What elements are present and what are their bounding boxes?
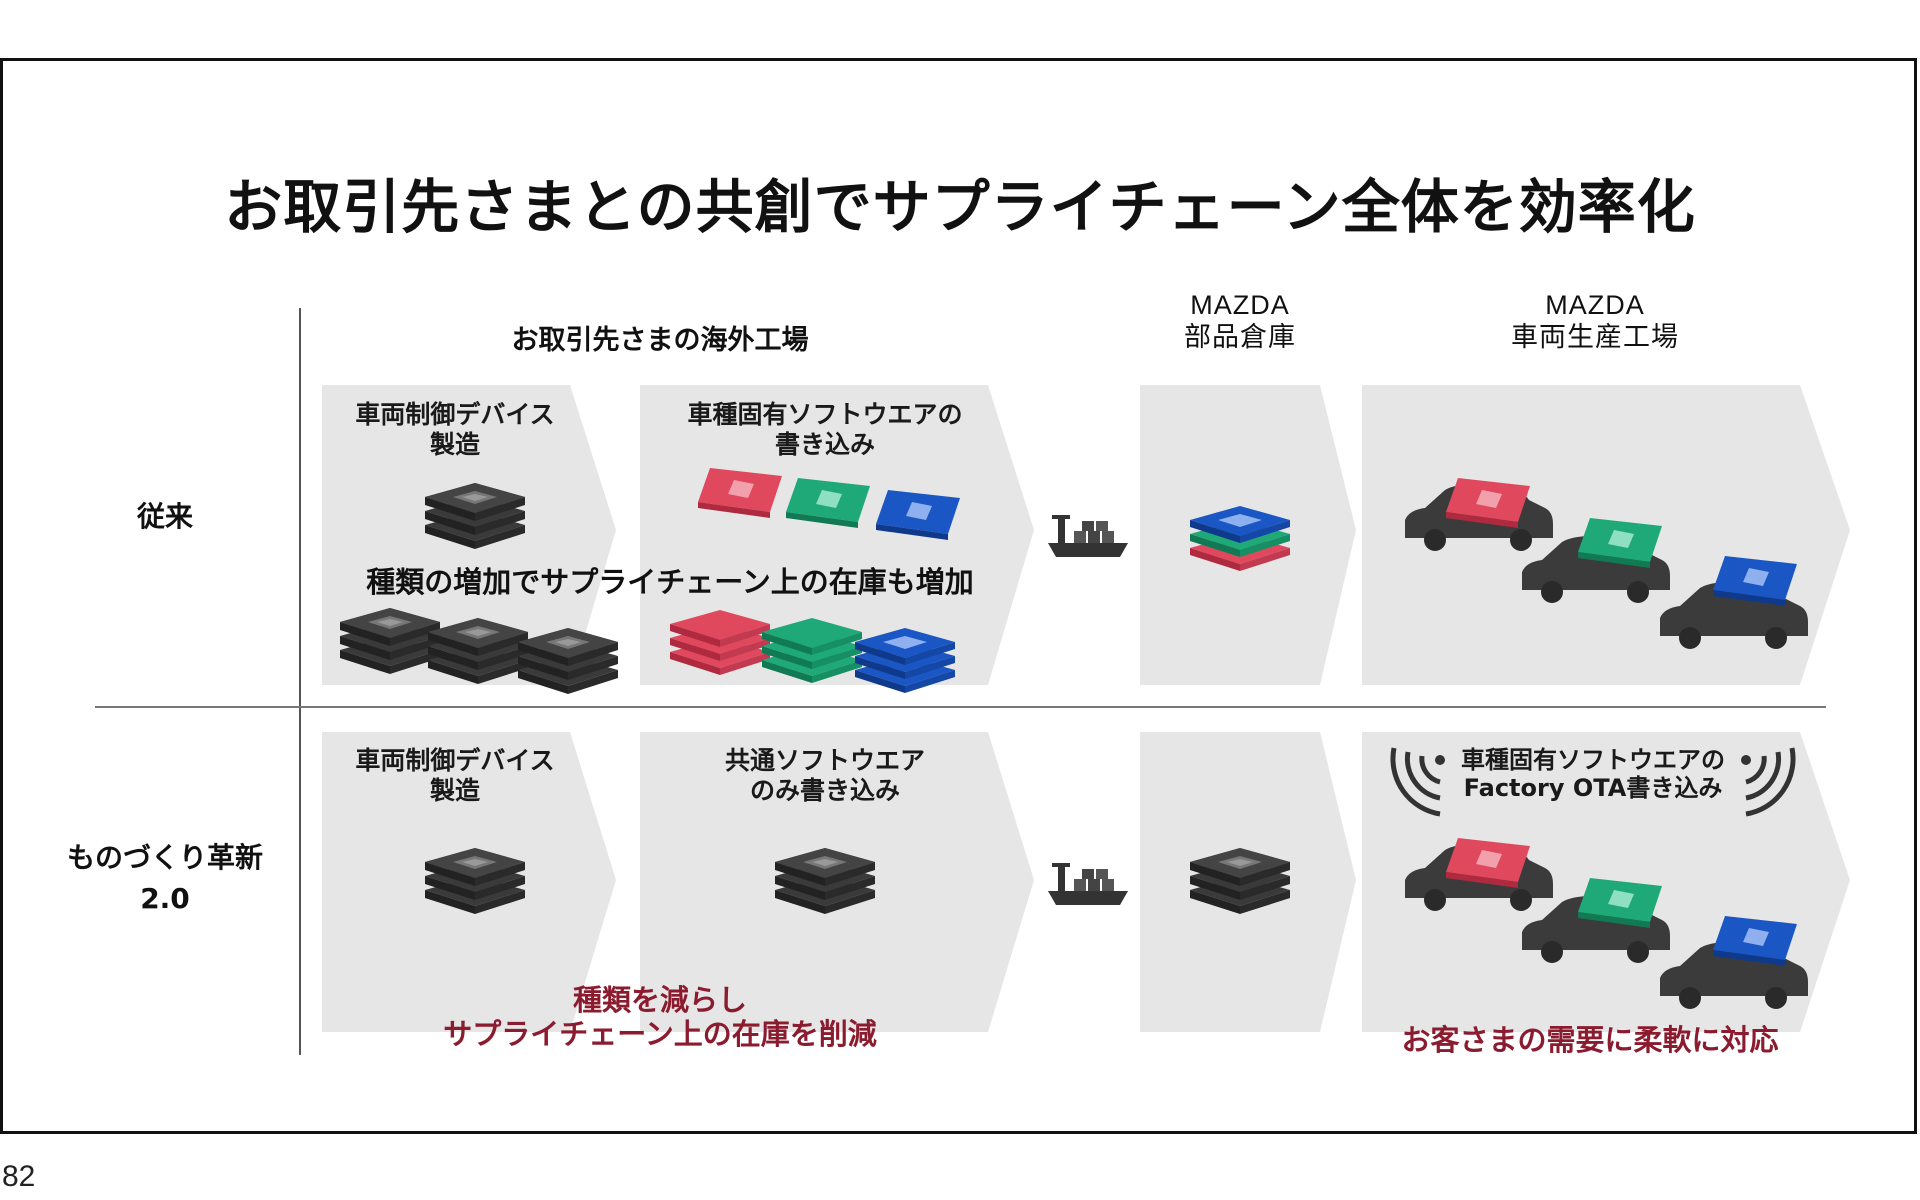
callout-reduce-inventory: 種類を減らし サプライチェーン上の在庫を削減 [443, 983, 877, 1052]
cargo-ship-icon [1048, 863, 1128, 905]
cargo-ship-icon [1048, 515, 1128, 557]
arrow-top-step2 [640, 385, 1034, 685]
header-mazda-plant: MAZDA 車両生産工場 [1511, 290, 1679, 352]
slide-title: お取引先さまとの共創でサプライチェーン全体を効率化 [224, 173, 1696, 241]
row-label-conventional: 従来 [136, 500, 193, 533]
step-label-common-software: 共通ソフトウエア のみ書き込み [724, 746, 925, 805]
step-label-factory-ota: 車種固有ソフトウエアの Factory OTA書き込み [1461, 746, 1725, 803]
callout-flexible-demand: お客さまの需要に柔軟に対応 [1401, 1023, 1779, 1057]
slide-frame [0, 58, 1917, 1134]
overlay-inventory-increase: 種類の増加でサプライチェーン上の在庫も増加 [366, 565, 974, 599]
step-label-device-manufacturing: 車両制御デバイス 製造 [355, 746, 555, 805]
header-overseas-factory: お取引先さまの海外工場 [511, 325, 809, 356]
wireless-signal-icon [1390, 747, 1445, 817]
step-label-device-manufacturing: 車両制御デバイス 製造 [355, 400, 555, 459]
page-number: 82 [2, 1160, 36, 1193]
header-mazda-warehouse: MAZDA 部品倉庫 [1184, 290, 1296, 352]
wireless-signal-icon [1741, 747, 1796, 817]
row-label-innovation: ものづくり革新 2.0 [66, 841, 263, 915]
step-label-specific-software: 車種固有ソフトウエアの 書き込み [687, 400, 963, 459]
